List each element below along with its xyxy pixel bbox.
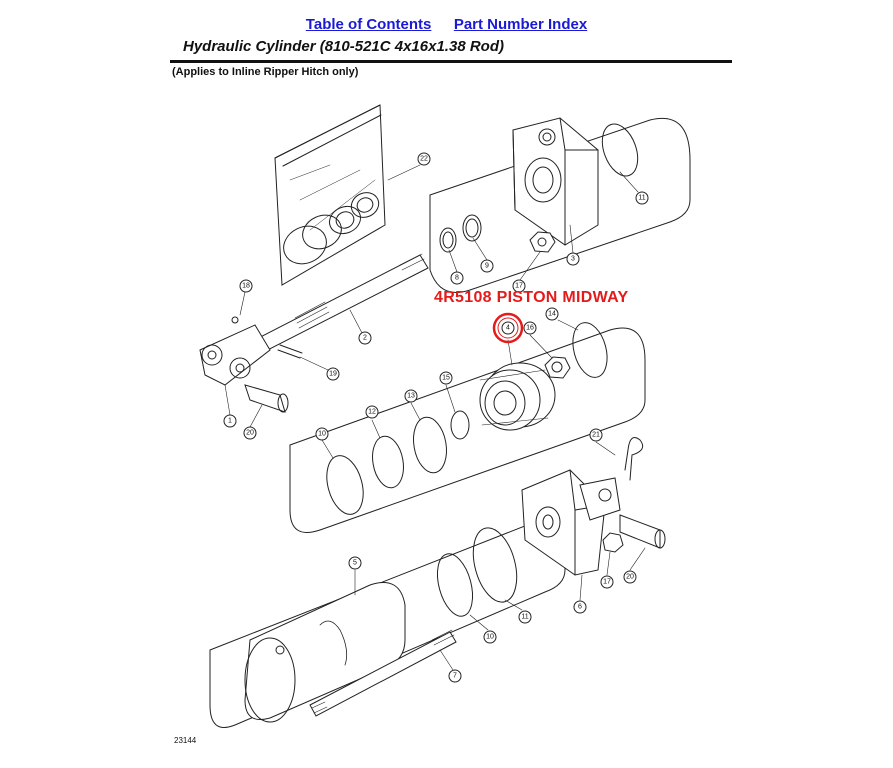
callout-4: 4	[501, 321, 515, 335]
backup-ring-8	[439, 227, 457, 253]
group-outline-top	[429, 118, 691, 293]
callout-6: 6	[573, 600, 587, 614]
ring-14	[572, 322, 608, 378]
svg-text:3: 3	[571, 256, 575, 263]
top-nav: Table of Contents Part Number Index	[0, 16, 893, 34]
callout-5: 5	[348, 556, 362, 570]
callout-17-top: 17	[512, 279, 526, 293]
piston-assembly	[479, 362, 556, 431]
callout-15: 15	[439, 371, 453, 385]
figure-id: 23144	[174, 736, 197, 745]
svg-text:5: 5	[353, 560, 357, 567]
svg-text:11: 11	[521, 614, 528, 621]
seal-kit-bag	[274, 104, 386, 286]
svg-text:7: 7	[453, 673, 457, 680]
svg-text:22: 22	[420, 156, 428, 163]
callout-20-bottom: 20	[623, 570, 637, 584]
svg-text:20: 20	[246, 430, 254, 437]
cylinder-barrel	[244, 582, 406, 723]
base-pin	[619, 514, 666, 549]
ring-15	[450, 410, 470, 440]
callout-11-top: 11	[635, 191, 649, 205]
part-number-index-link[interactable]: Part Number Index	[453, 16, 588, 33]
ring-10	[326, 455, 364, 515]
callout-19: 19	[326, 367, 340, 381]
rod-end-head-block	[512, 117, 599, 246]
page-title: Hydraulic Cylinder (810-521C 4x16x1.38 R…	[183, 38, 504, 55]
svg-text:1: 1	[228, 418, 232, 425]
callout-8: 8	[450, 271, 464, 285]
callout-17-bottom: 17	[600, 575, 614, 589]
svg-text:8: 8	[455, 275, 459, 282]
tie-rod	[309, 629, 457, 717]
nut-top	[529, 231, 556, 253]
callout-13: 13	[404, 389, 418, 403]
svg-text:18: 18	[242, 283, 250, 290]
callout-12: 12	[365, 405, 379, 419]
svg-text:19: 19	[329, 371, 337, 378]
grease-fitting	[231, 316, 239, 324]
callout-22: 22	[417, 152, 431, 166]
callout-14: 14	[545, 307, 559, 321]
base-end-block	[521, 469, 621, 576]
callout-3: 3	[566, 252, 580, 266]
table-of-contents-link[interactable]: Table of Contents	[305, 16, 432, 33]
svg-text:10: 10	[318, 431, 326, 438]
rod-clevis	[199, 324, 289, 413]
callout-1: 1	[223, 414, 237, 428]
callout-20-top: 20	[243, 426, 257, 440]
svg-text:20: 20	[626, 574, 634, 581]
piston-rod	[244, 253, 429, 359]
callout-2: 2	[358, 331, 372, 345]
callout-7: 7	[448, 669, 462, 683]
ring-12	[372, 435, 404, 489]
svg-text:21: 21	[592, 432, 600, 439]
callout-10-bottom: 10	[483, 630, 497, 644]
callout-18: 18	[239, 279, 253, 293]
nut-bottom	[602, 532, 624, 553]
svg-text:17: 17	[603, 579, 611, 586]
group-outline-middle	[289, 327, 646, 533]
callout-9: 9	[480, 259, 494, 273]
svg-text:12: 12	[368, 409, 376, 416]
ring-13	[413, 416, 447, 474]
svg-text:11: 11	[638, 195, 645, 202]
piston-nut	[544, 356, 571, 379]
title-divider	[170, 60, 732, 63]
backup-ring-9	[462, 214, 482, 242]
page-subtitle: (Applies to Inline Ripper Hitch only)	[172, 66, 359, 78]
bolt-19	[277, 344, 303, 359]
cotter-pin	[624, 437, 644, 481]
svg-text:14: 14	[548, 311, 556, 318]
callout-16: 16	[523, 321, 537, 335]
callout-11-bottom: 11	[518, 610, 532, 624]
svg-text:13: 13	[407, 393, 415, 400]
svg-text:4: 4	[506, 325, 510, 332]
backup-ring-bottom	[436, 553, 474, 617]
svg-text:10: 10	[486, 634, 494, 641]
callout-10-middle: 10	[315, 427, 329, 441]
highlight-ring	[492, 312, 524, 344]
svg-text:9: 9	[485, 263, 489, 270]
svg-text:2: 2	[363, 335, 367, 342]
svg-text:15: 15	[442, 375, 450, 382]
svg-text:16: 16	[526, 325, 534, 332]
piston-annotation: 4R5108 PISTON MIDWAY	[434, 289, 629, 306]
svg-text:17: 17	[515, 283, 523, 290]
svg-text:6: 6	[578, 604, 582, 611]
o-ring-top	[601, 123, 639, 177]
o-ring-bottom	[472, 527, 518, 603]
leader-lines	[224, 164, 646, 671]
callout-21: 21	[589, 428, 603, 442]
